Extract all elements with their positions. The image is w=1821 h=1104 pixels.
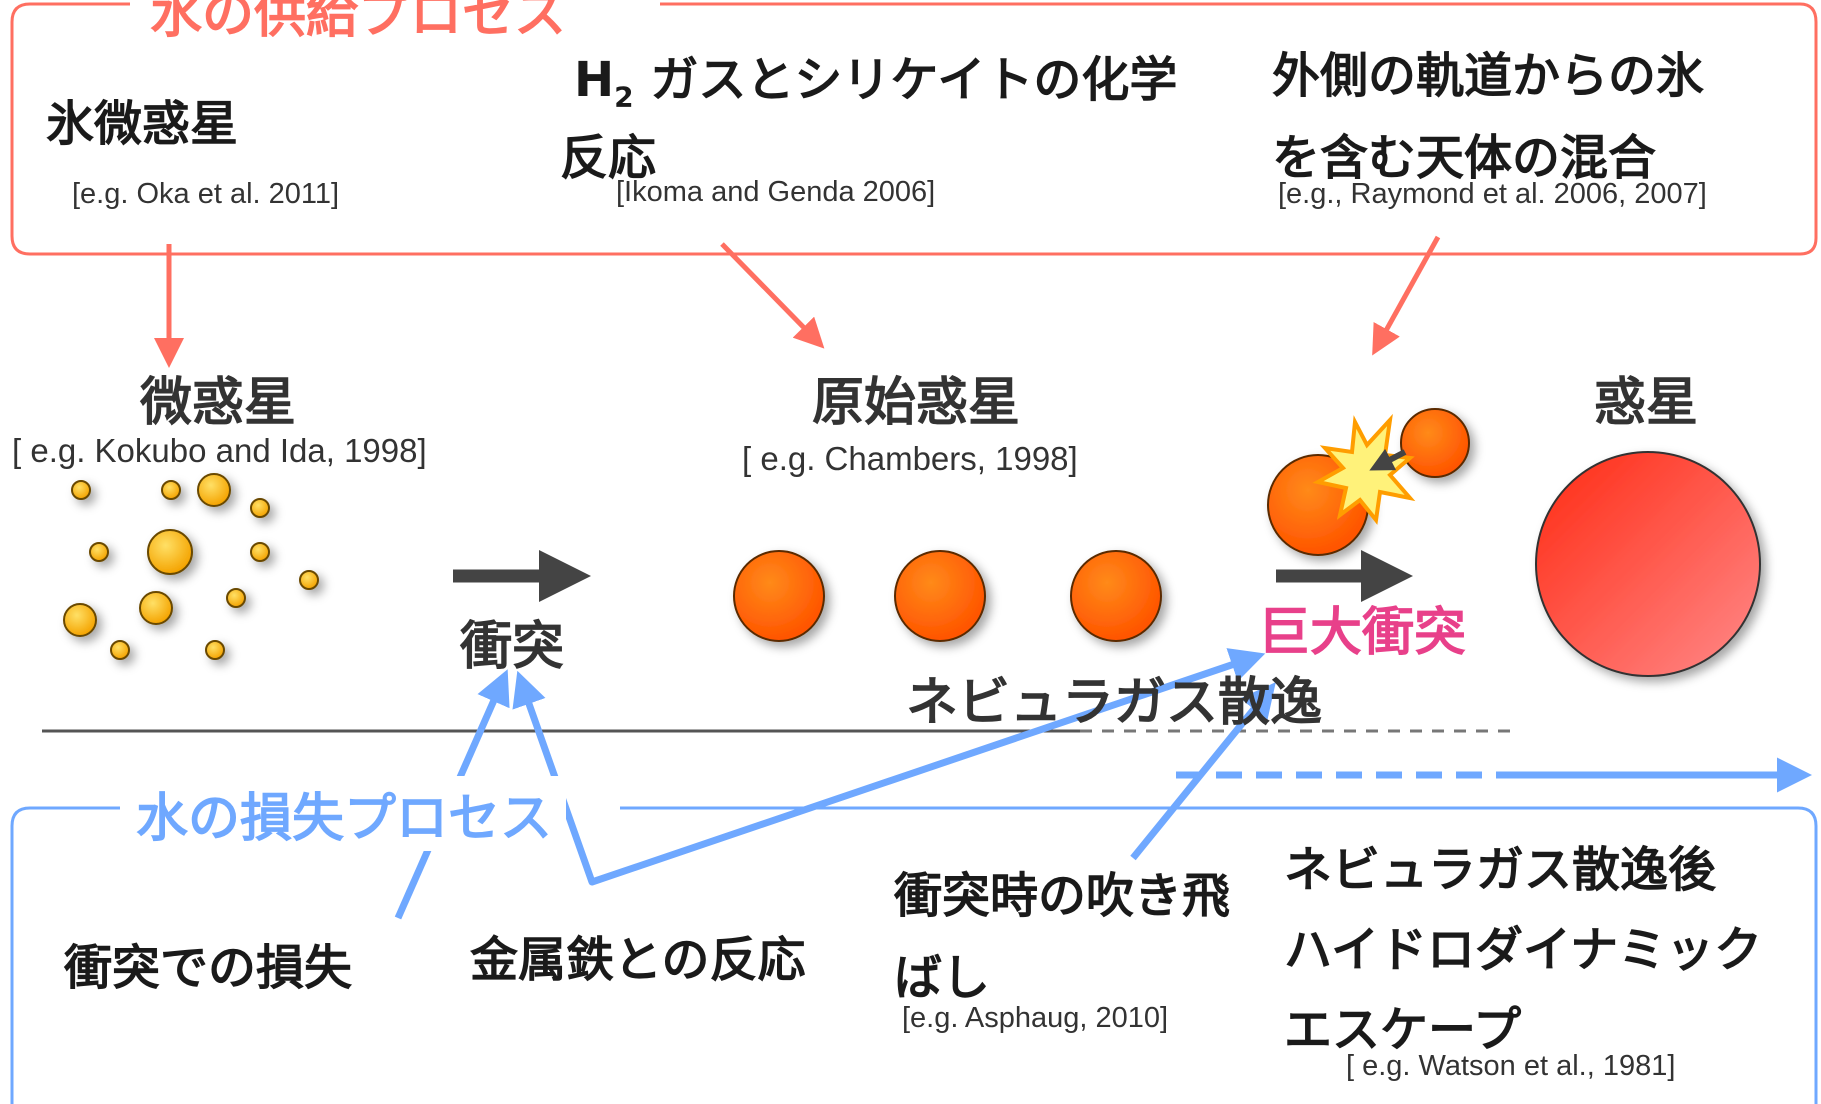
loss-item-impact-blowoff-line2: ばし [894,950,991,1006]
loss-box-title: 水の損失プロセス [122,776,567,851]
stage-planetesimal-label: 微惑星 [140,373,297,433]
loss-item-impact-blowoff-cite: [e.g. Asphaug, 2010] [902,1002,1169,1034]
loss-item-hydro-escape-line1: ネビュラガス散逸後 [1284,842,1717,898]
supply-item-ice-planetesimal-cite: [e.g. Oka et al. 2011] [72,178,340,210]
loss-item-hydro-escape-cite: [ e.g. Watson et al., 1981] [1346,1050,1676,1082]
supply-box-title: 水の供給プロセス [136,0,581,47]
h2-subscript: 2 [614,80,634,114]
loss-box [10,806,1818,1104]
loss-arrows [394,648,1812,920]
giant-impact-label: 巨大衝突 [1258,603,1467,663]
supply-item-outer-mixing-line1: 外側の軌道からの氷 [1272,48,1705,104]
supply-item-outer-mixing-line2: を含む天体の混合 [1272,130,1657,186]
loss-item-hydro-escape-line2: ハイドロダイナミック [1284,922,1763,978]
supply-item-h2-reaction: H2 ガスとシリケイトの化学 [574,40,1177,114]
nebula-escape-label: ネビュラガス散逸 [906,673,1323,733]
protoplanets [733,550,1162,642]
planetesimal-cluster [63,473,319,660]
supply-item-outer-mixing-cite: [e.g., Raymond et al. 2006, 2007] [1278,178,1707,210]
supply-box [10,2,1818,256]
loss-item-impact-blowoff-line1: 衝突時の吹き飛 [894,868,1231,924]
supply-item-h2-reaction-line2: 反応 [560,130,657,186]
collision-label: 衝突 [460,617,565,677]
h2-symbol: H [574,52,615,108]
impact-arrow [1369,448,1407,471]
impact-flash [1312,413,1416,525]
stage-protoplanet-label: 原始惑星 [812,373,1021,433]
supply-item-ice-planetesimal: 氷微惑星 [46,96,239,152]
loss-item-collision: 衝突での損失 [64,940,353,996]
supply-item-h2-reaction-cite: [Ikoma and Genda 2006] [616,176,936,208]
h2-reaction-line1: ガスとシリケイトの化学 [633,52,1178,108]
supply-arrows [154,235,1441,368]
stage-planetesimal-cite: [ e.g. Kokubo and Ida, 1998] [12,432,427,469]
loss-item-hydro-escape-line3: エスケープ [1284,1002,1522,1058]
loss-item-metal-iron: 金属鉄との反応 [470,932,806,988]
planet-body [1535,451,1761,677]
stage-protoplanet-cite: [ e.g. Chambers, 1998] [742,440,1078,477]
stage-planet-label: 惑星 [1594,373,1699,433]
